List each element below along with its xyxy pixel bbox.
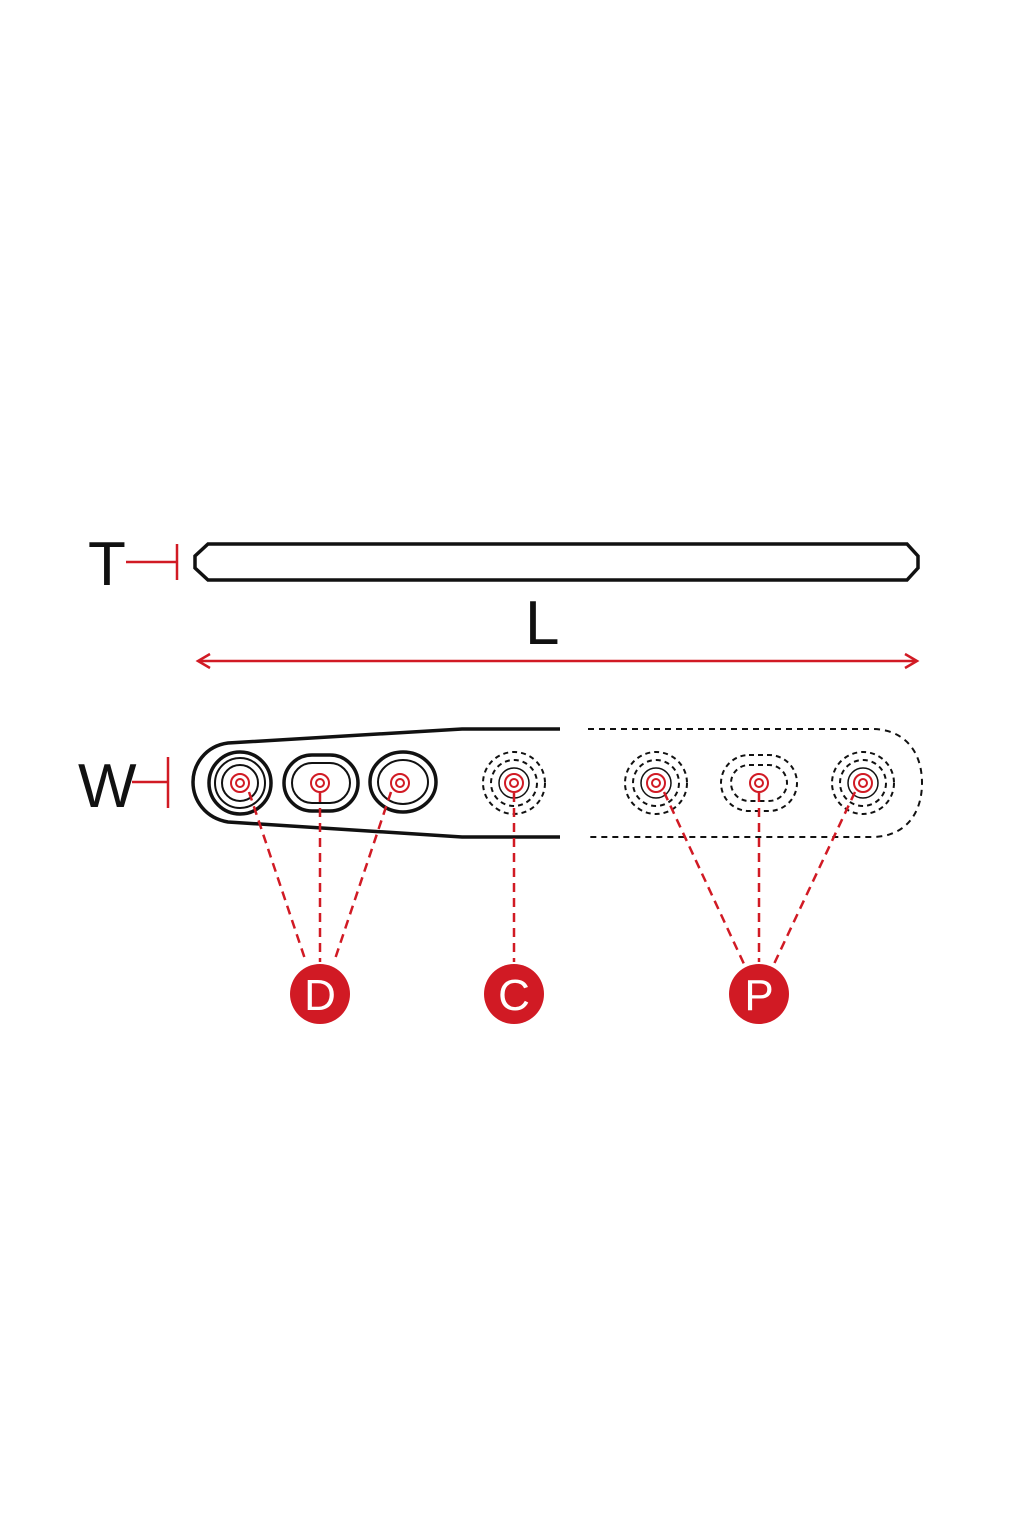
top-view [191,727,924,839]
center-marker [853,773,873,793]
plate-dashed-section [588,728,924,838]
thickness-dimension: T [88,530,179,599]
leader-p-3 [772,791,857,965]
plate-solid-section [191,727,560,839]
thickness-label: T [88,530,126,599]
length-arrowhead-right [904,652,920,670]
leader-p-1 [662,791,746,965]
length-label: L [525,589,559,658]
callout-d-letter: D [304,971,336,1020]
side-view [193,542,920,582]
length-arrowhead-left [195,652,211,670]
callout-c: C [484,964,544,1024]
proximal-hole-2 [720,754,798,812]
callout-p: P [729,964,789,1024]
center-marker [390,773,410,793]
leader-d-1 [247,791,308,963]
center-marker [646,773,666,793]
callout-d: D [290,964,350,1024]
callout-p-letter: P [744,971,773,1020]
width-label: W [78,752,137,821]
central-hole [482,751,546,815]
distal-hole-2 [282,753,360,813]
callout-d-badge [290,964,350,1024]
center-marker [749,773,769,793]
callout-c-letter: C [498,971,530,1020]
center-marker [230,773,250,793]
callout-leaders [247,791,857,965]
proximal-hole-1 [624,751,688,815]
leader-d-3 [332,791,393,963]
proximal-holes [624,751,895,815]
width-dimension: W [78,752,170,821]
length-dimension: L [195,589,920,670]
side-view-outline [193,542,920,582]
distal-hole-1 [207,750,273,816]
callout-p-badge [729,964,789,1024]
center-marker [504,773,524,793]
proximal-hole-3 [831,751,895,815]
distal-hole-3 [368,750,438,814]
callout-c-badge [484,964,544,1024]
center-marker [310,773,330,793]
hole-center-markers [230,773,873,793]
